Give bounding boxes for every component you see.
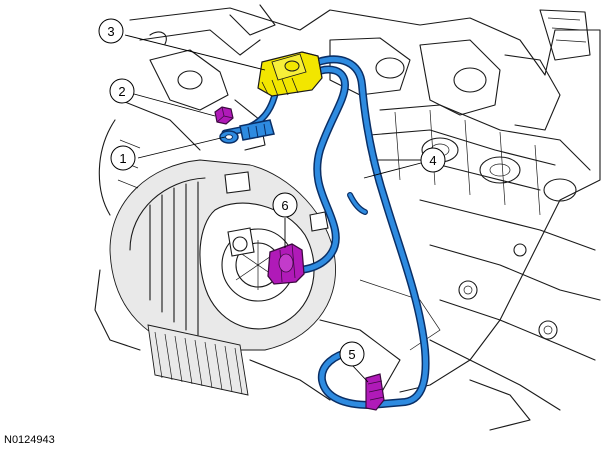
callout-1: 1 (110, 145, 136, 171)
magenta-pin-connector (365, 373, 385, 411)
callout-2: 2 (109, 78, 135, 104)
yellow-connector (257, 51, 323, 97)
magenta-nut (214, 106, 234, 125)
callout-2-label: 2 (118, 84, 125, 99)
callout-1-label: 1 (119, 151, 126, 166)
leader-line-4 (363, 162, 422, 179)
callouts: 3 2 1 4 6 5 (98, 18, 446, 383)
callout-5: 5 (339, 341, 365, 367)
ring-terminal (219, 119, 275, 144)
callout-4-label: 4 (429, 153, 436, 168)
engine-block-line-art (94, 4, 601, 431)
leader-line-1 (137, 136, 226, 159)
figure-id: N0124943 (4, 434, 55, 446)
callout-6-label: 6 (281, 198, 288, 213)
callout-6: 6 (272, 192, 298, 218)
magenta-connector (267, 243, 305, 285)
callout-3: 3 (98, 18, 124, 44)
leader-line-2 (133, 93, 216, 117)
callout-3-label: 3 (107, 24, 114, 39)
callout-5-label: 5 (348, 347, 355, 362)
leader-line-3 (124, 34, 266, 71)
leader-line-5 (351, 364, 369, 383)
callout-4: 4 (420, 147, 446, 173)
